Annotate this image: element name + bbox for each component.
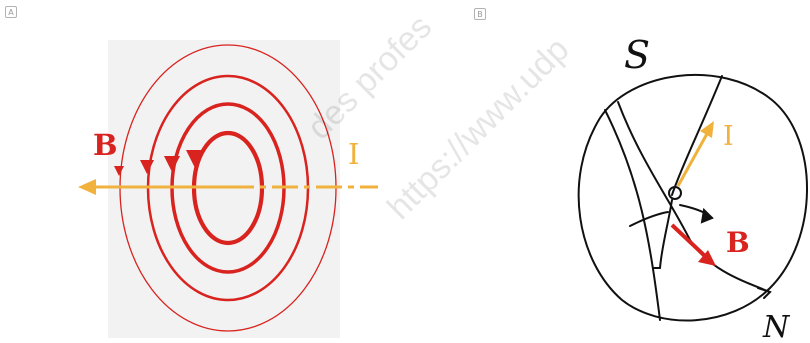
globe-meridian-3 <box>605 110 660 320</box>
current-label-a: I <box>348 137 359 171</box>
field-arrow-b <box>672 225 706 257</box>
pole-label-top: S <box>624 33 650 77</box>
globe-outline <box>579 75 807 321</box>
person-hand <box>702 210 712 222</box>
diagram-b <box>579 75 807 321</box>
pole-label-bottom: N <box>762 310 791 343</box>
field-label-b: B <box>726 226 750 259</box>
field-label-a: B <box>93 128 118 162</box>
current-arrowhead <box>78 179 96 195</box>
person-body <box>660 200 672 268</box>
diagram-a: B I <box>78 40 378 338</box>
current-label-b: I <box>723 121 734 152</box>
diagram-a-background <box>108 40 340 338</box>
globe-meridian-1 <box>618 102 770 292</box>
current-arrow-b <box>678 132 708 186</box>
globe-meridian-2 <box>672 76 722 195</box>
person-arm-left <box>630 212 668 226</box>
